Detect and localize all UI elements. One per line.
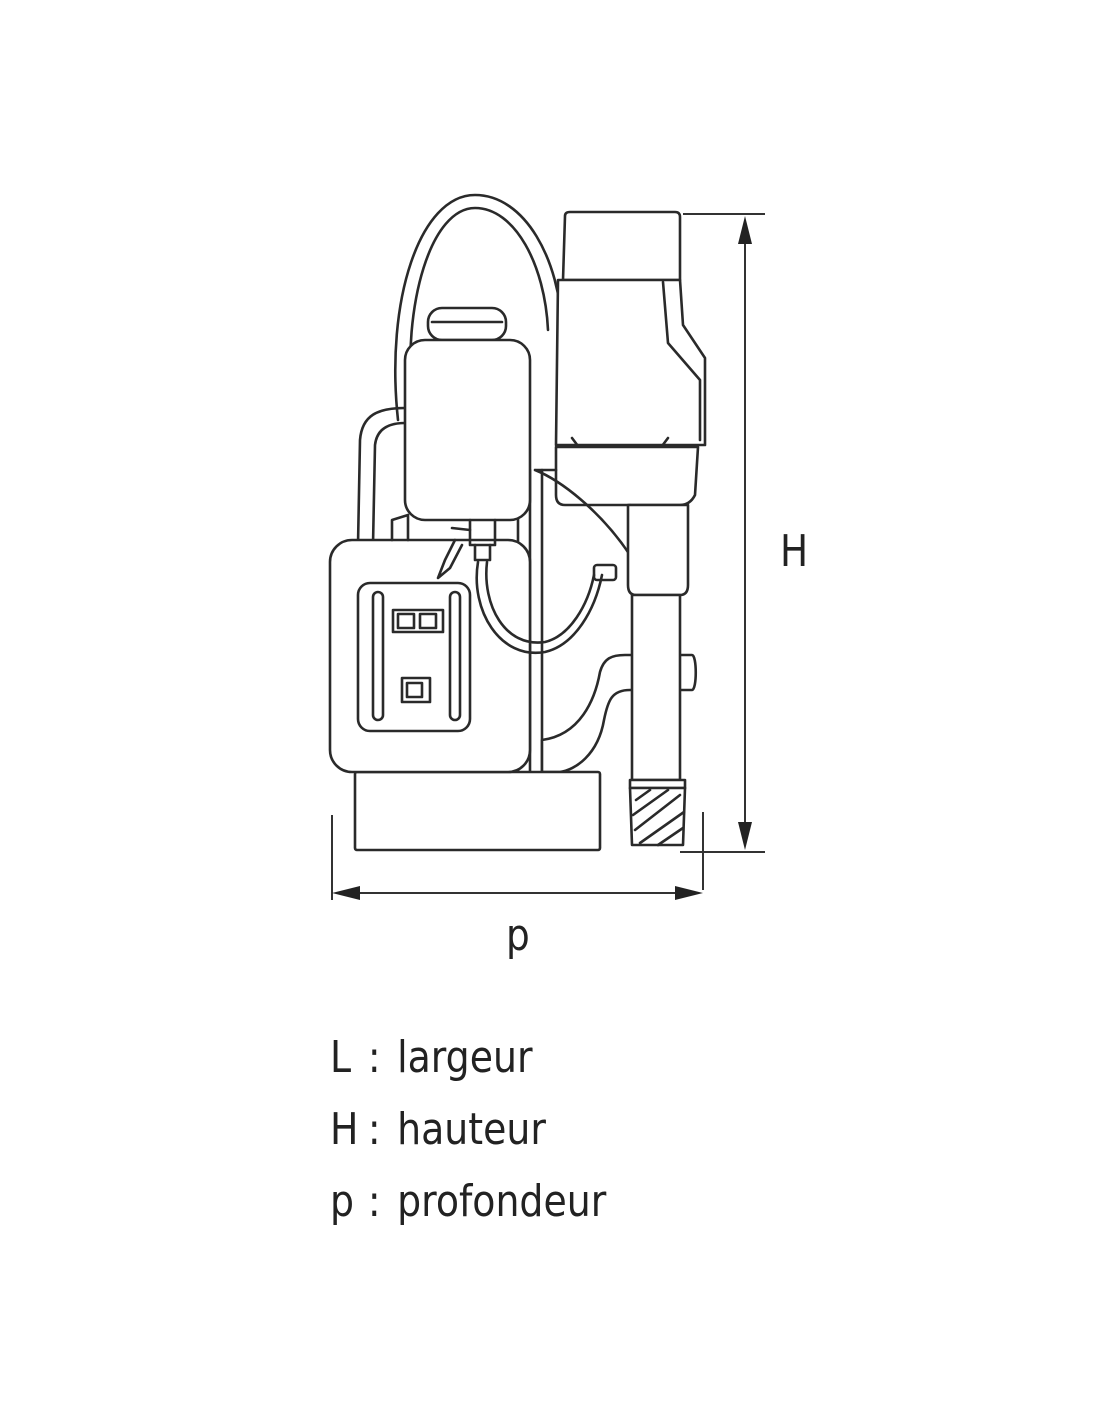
legend-label: hauteur: [397, 1104, 546, 1155]
legend-label: profondeur: [397, 1176, 607, 1227]
depth-label: p: [506, 910, 530, 961]
motor: [533, 210, 707, 557]
legend-row-height: H : hauteur: [330, 1094, 606, 1166]
handle-pipe: [356, 406, 407, 547]
height-label: H: [780, 526, 809, 577]
legend-label: largeur: [397, 1032, 533, 1083]
legend-key: H: [330, 1104, 359, 1155]
power-cable: [394, 193, 564, 422]
spindle: [626, 503, 690, 847]
double-switch: [391, 608, 445, 634]
legend-key: L: [330, 1032, 352, 1083]
legend-row-depth: p : profondeur: [330, 1166, 606, 1238]
coolant-tank: [403, 306, 532, 580]
legend-separator: :: [367, 1104, 381, 1155]
coolant-hose: [475, 560, 618, 655]
legend: L : largeur H : hauteur p : profondeur: [330, 1022, 606, 1238]
power-switch: [400, 676, 432, 704]
depth-dimension: [331, 812, 704, 900]
legend-row-width: L : largeur: [330, 1022, 606, 1094]
legend-separator: :: [367, 1032, 381, 1083]
height-dimension: [680, 213, 765, 853]
legend-separator: :: [367, 1176, 381, 1227]
magnetic-base: [353, 770, 602, 852]
legend-key: p: [330, 1176, 355, 1227]
control-box: [328, 513, 532, 774]
